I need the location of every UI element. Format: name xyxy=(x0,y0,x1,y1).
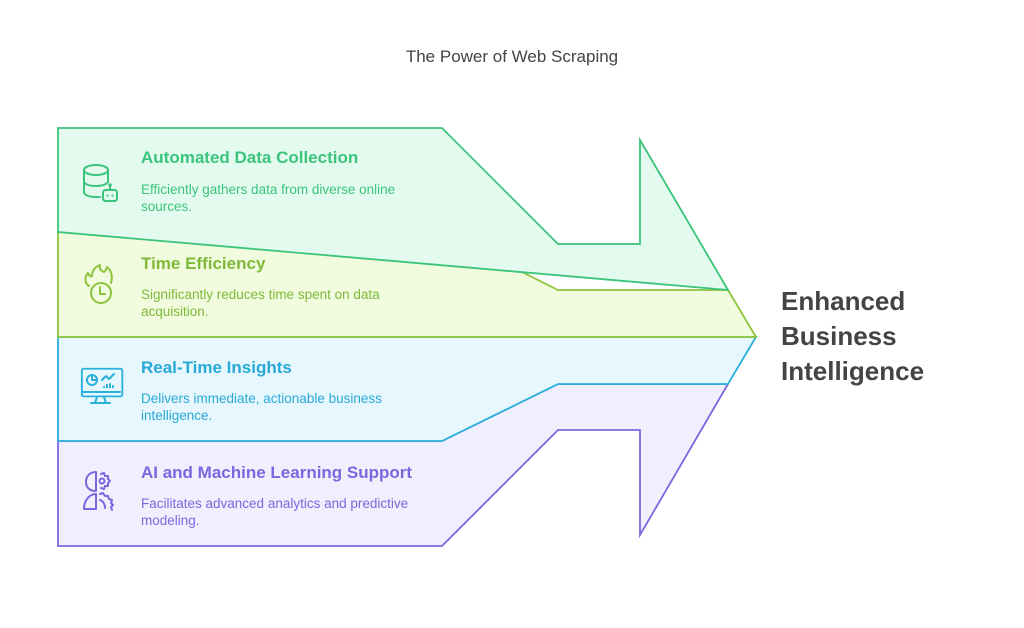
band-title: Time Efficiency xyxy=(141,254,266,273)
result-line: Intelligence xyxy=(781,356,925,386)
diagram-title: The Power of Web Scraping xyxy=(405,47,619,66)
result-label: Enhanced Business Intelligence xyxy=(781,284,924,389)
monitor-analytics-icon xyxy=(80,366,124,410)
band-description: Facilitates advanced analytics and predi… xyxy=(141,496,409,528)
result-line: Business xyxy=(781,321,897,351)
band-description: Delivers immediate, actionable business … xyxy=(141,391,382,423)
database-robot-icon xyxy=(80,162,124,206)
band-title: Automated Data Collection xyxy=(141,148,359,167)
ai-head-gear-icon xyxy=(80,470,124,514)
band-description: Efficiently gathers data from diverse on… xyxy=(141,182,396,214)
band-description: Significantly reduces time spent on data… xyxy=(141,287,380,319)
band-shape-automated-data-collection xyxy=(57,127,730,292)
fire-clock-icon xyxy=(80,264,124,308)
band-title: Real-Time Insights xyxy=(141,358,292,377)
band-title: AI and Machine Learning Support xyxy=(141,463,413,482)
result-line: Enhanced xyxy=(781,286,906,316)
